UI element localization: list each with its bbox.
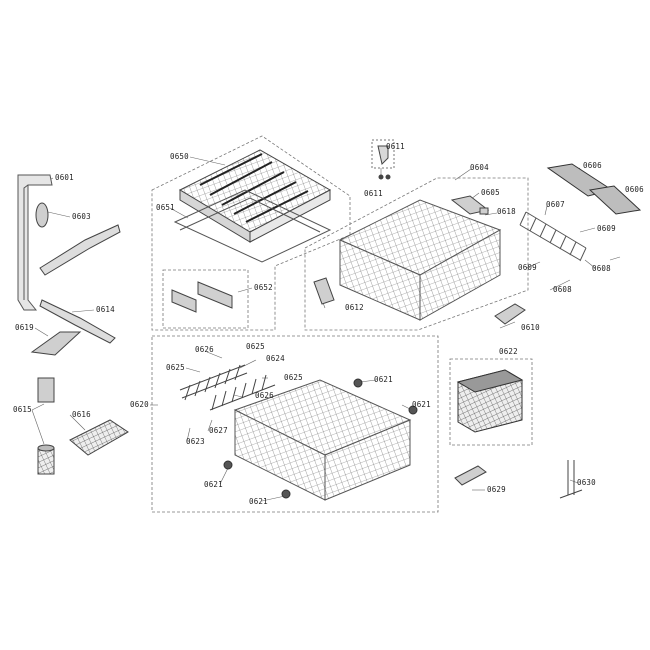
part-label-0626-b: 0626: [255, 391, 274, 400]
part-label-0625-b: 0625: [166, 363, 185, 372]
lower-rack: [233, 379, 412, 501]
part-label-0603: 0603: [72, 212, 91, 221]
part-label-0652: 0652: [254, 283, 273, 292]
part-label-0629: 0629: [487, 485, 506, 494]
part-label-0606-a: 0606: [583, 161, 602, 170]
part-label-0630: 0630: [577, 478, 596, 487]
part-label-0611-bottom: 0611: [364, 189, 383, 198]
rack-adjuster: [450, 195, 490, 215]
lower-spray-arm: [39, 299, 116, 344]
part-label-0609-b: 0609: [518, 263, 537, 272]
spray-tube: [17, 174, 53, 311]
part-label-0621-b: 0621: [412, 400, 431, 409]
part-label-0615: 0615: [13, 405, 32, 414]
upper-spray-arm: [35, 202, 121, 276]
part-label-0609-a: 0609: [597, 224, 616, 233]
top-rails: [546, 163, 642, 215]
part-label-0627: 0627: [209, 426, 228, 435]
part-label-0614: 0614: [96, 305, 115, 314]
rack-stand: [559, 460, 583, 499]
part-label-0618: 0618: [497, 207, 516, 216]
part-label-0607: 0607: [546, 200, 565, 209]
part-label-0608-a: 0608: [592, 264, 611, 273]
cutlery-basket: [456, 369, 524, 433]
part-label-0612: 0612: [345, 303, 364, 312]
tray-clip: [171, 281, 233, 313]
part-label-0606-b: 0606: [625, 185, 644, 194]
part-label-0608-b: 0608: [553, 285, 572, 294]
cutlery-tray: [178, 149, 332, 243]
part-label-0625-c: 0625: [284, 373, 303, 382]
filter-cylinder: [37, 377, 55, 475]
part-label-0620: 0620: [130, 400, 149, 409]
tray-frame: [173, 189, 332, 263]
basket-handle: [454, 465, 487, 486]
part-label-0621-d: 0621: [249, 497, 268, 506]
part-label-0622: 0622: [499, 347, 518, 356]
part-label-0605: 0605: [481, 188, 500, 197]
small-bracket: [371, 139, 395, 180]
part-label-0625-a: 0625: [246, 342, 265, 351]
part-label-0621-c: 0621: [204, 480, 223, 489]
rack-side-clip: [313, 277, 335, 305]
part-label-0611-top: 0611: [386, 142, 405, 151]
rack-stop: [494, 303, 526, 325]
flat-filter: [69, 419, 129, 456]
part-label-0621-a: 0621: [374, 375, 393, 384]
part-label-0616: 0616: [72, 410, 91, 419]
spray-arm-cover: [30, 331, 82, 356]
part-label-0650: 0650: [170, 152, 189, 161]
upper-rack-group-outline: [304, 177, 529, 331]
part-label-0610: 0610: [521, 323, 540, 332]
cutlery-basket-group-outline: [449, 358, 533, 446]
group-outlines: [151, 135, 533, 513]
inner-clip-group-outline: [162, 269, 249, 329]
part-label-0651: 0651: [156, 203, 175, 212]
part-label-0619: 0619: [15, 323, 34, 332]
part-label-0623: 0623: [186, 437, 205, 446]
lower-rack-group-outline: [151, 335, 439, 513]
part-label-0624: 0624: [266, 354, 285, 363]
upper-rack: [338, 199, 502, 321]
lower-tine-rows: [179, 364, 276, 411]
part-label-0626-a: 0626: [195, 345, 214, 354]
rack-wheels: [223, 378, 418, 499]
part-label-0604: 0604: [470, 163, 489, 172]
cutlery-tray-group-outline: [151, 135, 351, 331]
fold-tine-row: [519, 211, 587, 262]
part-label-0601: 0601: [55, 173, 74, 182]
